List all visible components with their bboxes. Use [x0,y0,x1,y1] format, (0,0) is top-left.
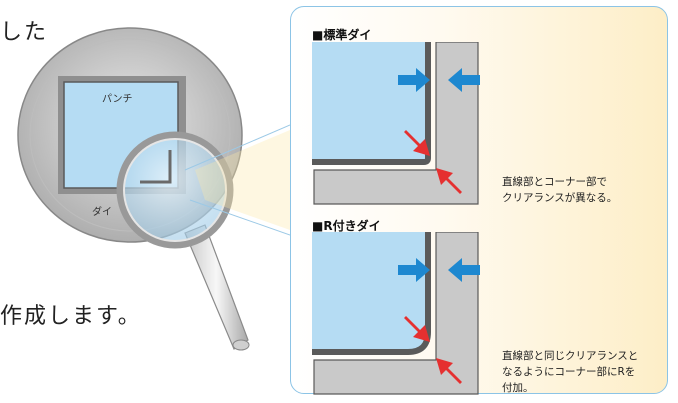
magnifier-illustration: パンチ ダイ [17,27,290,351]
standard-die-diagram [312,42,480,205]
r-die-note: 直線部と同じクリアランスと なるようにコーナー部にRを 付加。 [502,348,638,396]
zoom-line-top [184,124,290,171]
standard-die-note-line-1: 直線部とコーナー部で [502,176,607,188]
r-die-note-line-1: 直線部と同じクリアランスと [502,350,639,362]
r-die-note-line-2: なるようにコーナー部にRを [502,366,636,378]
body-text-line-2: 作成します。 [0,304,142,329]
die-disc-inner-rim [29,38,231,232]
magnifier-lens-rim [123,138,227,242]
standard-die-title: ■標準ダイ [312,28,372,42]
r-die-note-line-3: 付加。 [502,382,534,394]
die-label: ダイ [92,205,112,218]
punch-label: パンチ [102,93,133,105]
zoom-cone [195,130,290,230]
zoom-line-bottom [189,199,290,236]
standard-die-note: 直線部とコーナー部で クリアランスが異なる。 [502,174,617,206]
lens-corner-detail [140,150,172,184]
r-die-title: ■R付きダイ [312,219,381,233]
r-die-diagram [312,232,480,395]
standard-die-note-line-2: クリアランスが異なる。 [502,192,618,204]
body-text-line-1: した [0,20,49,45]
